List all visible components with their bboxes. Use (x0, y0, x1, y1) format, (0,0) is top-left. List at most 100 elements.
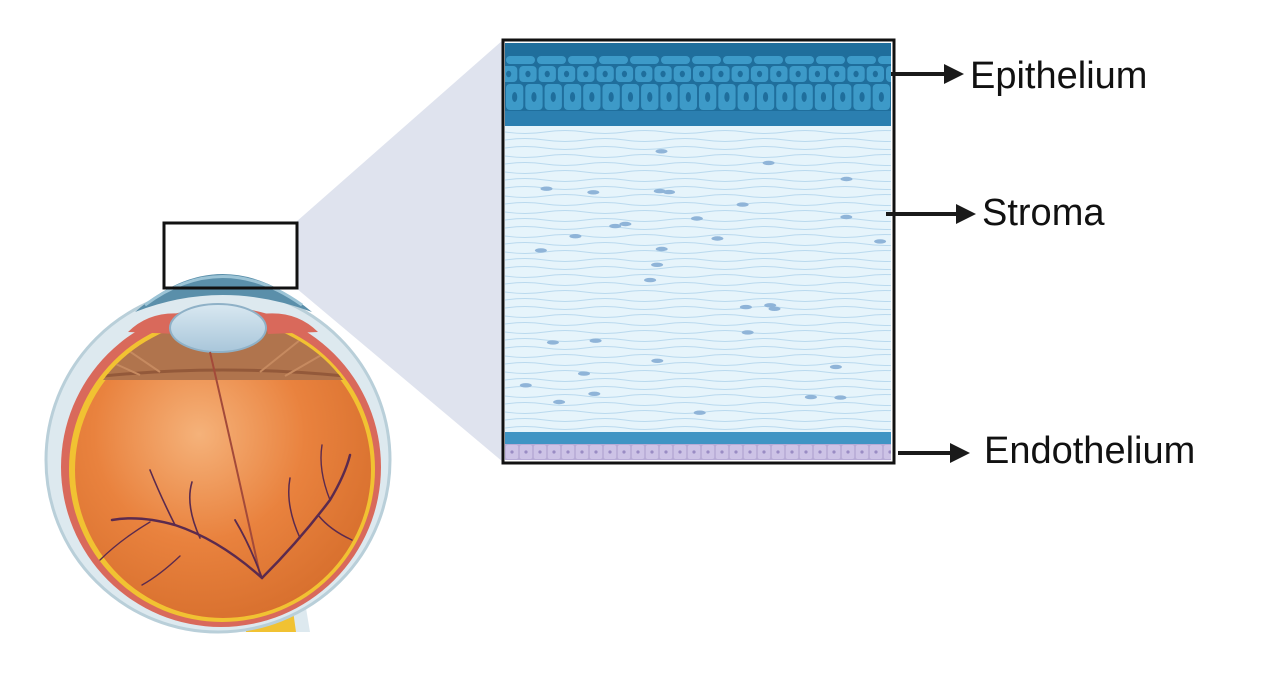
collagen-fiber (505, 178, 891, 182)
epithelium-nucleus (544, 70, 550, 78)
label-epithelium: Epithelium (970, 55, 1147, 97)
keratocyte (711, 236, 724, 241)
collagen-fiber (505, 250, 891, 254)
epithelium-cell (785, 56, 814, 64)
collagen-fiber (505, 266, 891, 270)
epithelium-nucleus (550, 92, 556, 102)
collagen-fiber (505, 330, 891, 334)
collagen-fiber (505, 418, 891, 422)
epithelium-cell (537, 56, 566, 64)
endothelium-nucleus (888, 450, 891, 454)
keratocyte (874, 239, 887, 244)
epithelium-nucleus (853, 70, 859, 78)
epithelium-nucleus (834, 70, 840, 78)
collagen-fiber (505, 402, 891, 406)
epithelium-nucleus (563, 70, 570, 78)
collagen-fiber (505, 338, 891, 342)
epithelium-nucleus (718, 70, 724, 78)
endothelium-nucleus (776, 450, 780, 454)
epithelium-cell (754, 56, 783, 64)
endothelium-nucleus (538, 450, 542, 454)
right-arrow-icon (950, 443, 970, 463)
collagen-fiber (505, 322, 891, 326)
keratocyte (540, 186, 553, 191)
keratocyte (534, 248, 547, 253)
epithelium-cell (723, 56, 752, 64)
epithelium-nucleus (647, 92, 653, 102)
keratocyte (690, 216, 703, 221)
keratocyte (741, 330, 754, 335)
collagen-fiber (505, 378, 891, 382)
keratocyte (569, 234, 582, 239)
collagen-fiber (505, 210, 891, 214)
epithelium-cell (661, 56, 690, 64)
epithelium-nucleus (583, 70, 589, 78)
keratocyte (651, 262, 664, 267)
epithelium-nucleus (685, 92, 691, 102)
epithelium-nucleus (814, 70, 821, 78)
keratocyte (553, 399, 566, 405)
collagen-fiber (505, 426, 891, 430)
endothelium-nucleus (594, 450, 598, 454)
epithelium-cell (886, 66, 891, 82)
right-arrow-icon (944, 64, 964, 84)
label-endothelium-group: Endothelium (898, 430, 1195, 472)
endothelium-nucleus (790, 450, 794, 454)
keratocyte (764, 303, 777, 308)
collagen-fiber (505, 186, 891, 190)
epithelium-nucleus (795, 70, 801, 78)
epithelium-cell (568, 56, 597, 64)
keratocyte (587, 190, 600, 195)
epithelium-nucleus (531, 92, 537, 102)
keratocyte (655, 149, 668, 154)
endothelium-nucleus (552, 450, 556, 454)
endothelium-nucleus (706, 450, 710, 454)
endothelium-nucleus (818, 450, 822, 454)
collagen-fiber (505, 346, 891, 350)
collagen-fiber (505, 154, 891, 158)
epithelium-nucleus (589, 92, 595, 102)
collagen-fiber (505, 202, 891, 206)
keratocyte (768, 306, 781, 311)
endothelium-nucleus (734, 450, 738, 454)
endothelium-nucleus (678, 450, 682, 454)
epithelium-nucleus (512, 92, 518, 102)
keratocyte (578, 371, 590, 376)
epithelium-layer (505, 43, 891, 111)
vitreous-body (75, 322, 371, 618)
keratocyte (829, 364, 842, 370)
collagen-fiber (505, 290, 891, 294)
collagen-fiber (505, 138, 891, 142)
keratocyte (762, 160, 775, 166)
keratocyte (609, 223, 622, 229)
collagen-fiber (505, 258, 891, 262)
endothelium-nucleus (720, 450, 724, 454)
collagen-fiber (505, 146, 891, 150)
endothelium-nucleus (804, 450, 808, 454)
epithelium-nucleus (621, 70, 628, 78)
epithelium-nucleus (840, 92, 846, 102)
epithelium-nucleus (820, 92, 827, 102)
iris-right (262, 313, 318, 334)
magnified-box-border (501, 38, 896, 465)
endothelium-nucleus (524, 450, 528, 454)
keratocyte (588, 391, 601, 396)
collagen-fiber (505, 170, 891, 174)
endothelium-nucleus (874, 450, 878, 454)
epithelium-nucleus (506, 70, 512, 78)
endothelium-nucleus (692, 450, 696, 454)
keratocyte (804, 394, 817, 400)
collagen-fiber (505, 386, 891, 390)
collagen-fiber (505, 354, 891, 358)
lens (169, 303, 267, 353)
keratocyte (840, 176, 853, 182)
epithelium-nucleus (756, 70, 763, 78)
keratocyte (644, 277, 657, 283)
keratocyte (653, 188, 666, 194)
descemet-layer (505, 432, 891, 444)
stroma-fibers (505, 130, 891, 430)
endothelium-nucleus (580, 450, 584, 454)
retinal-vessels (99, 444, 353, 586)
epithelium-nucleus (666, 92, 672, 102)
